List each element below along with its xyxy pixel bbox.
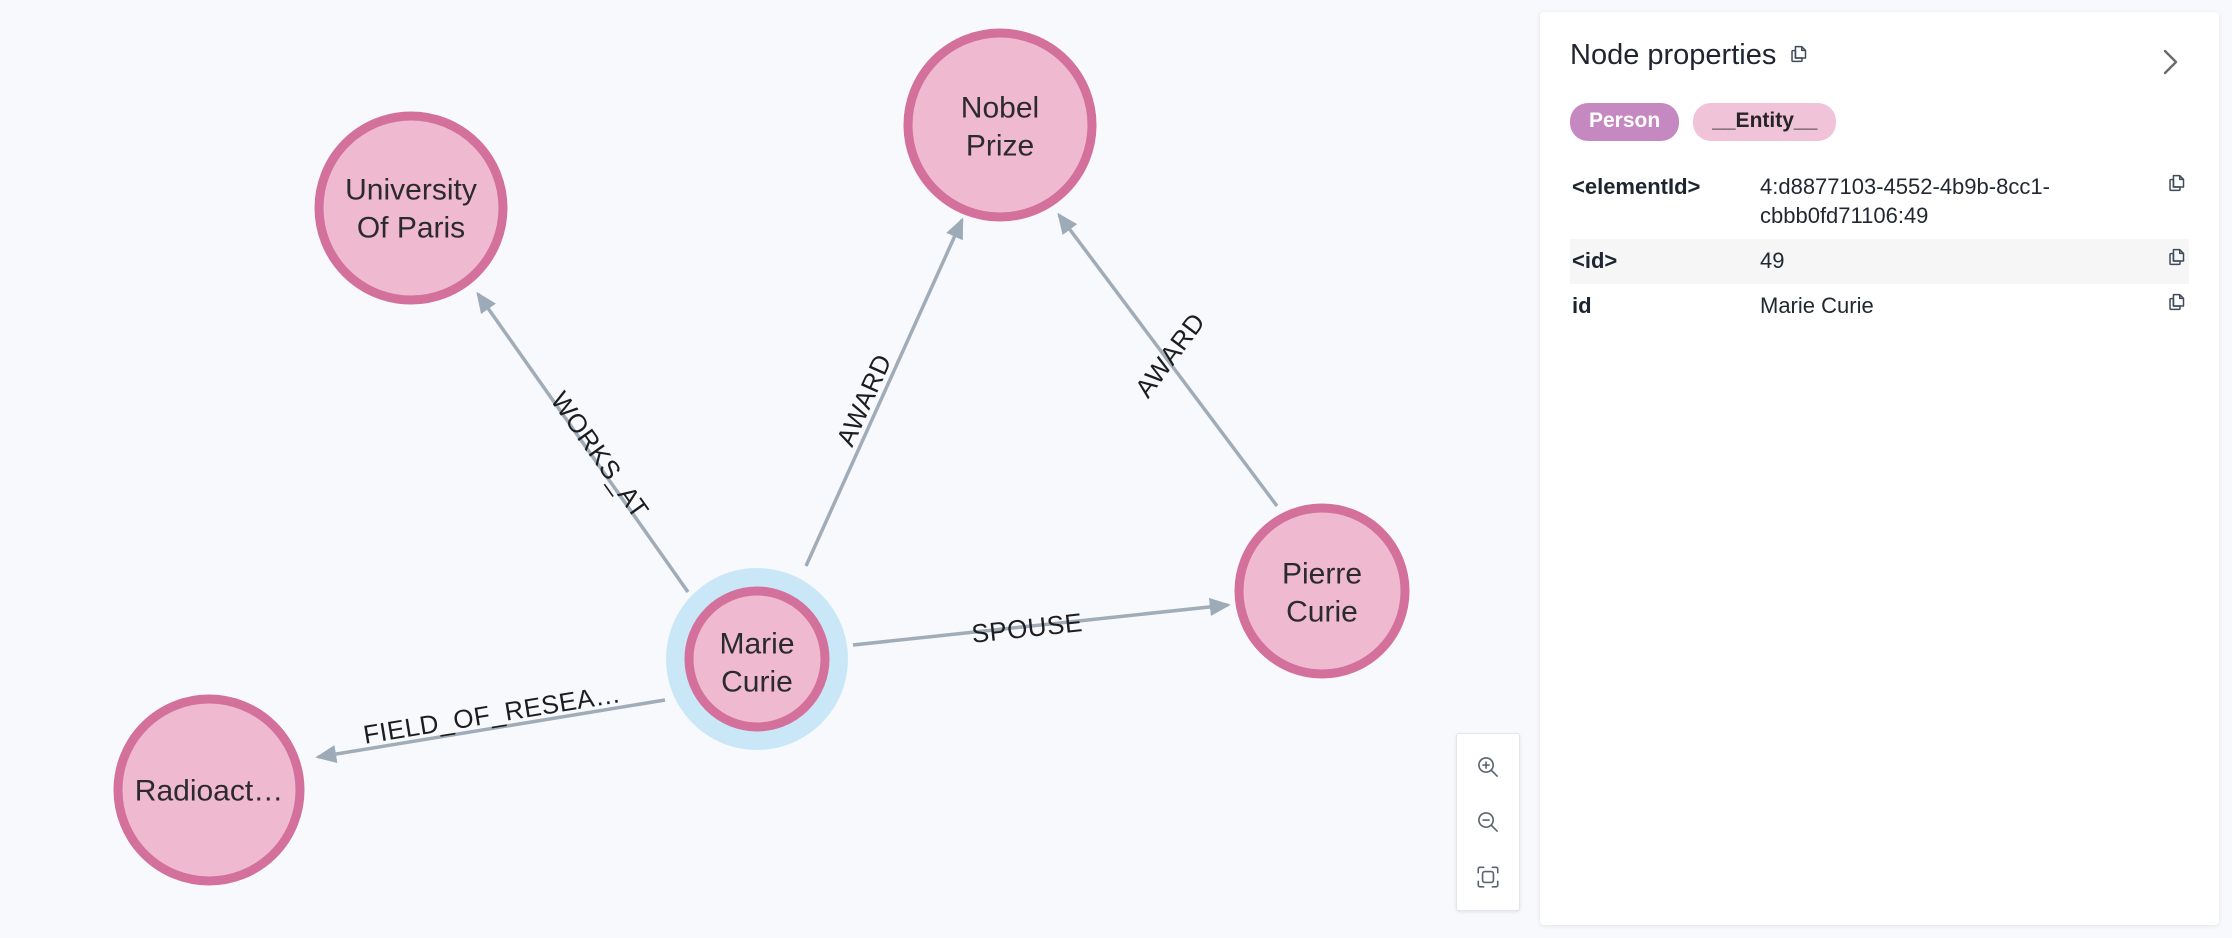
copy-icon[interactable]	[2166, 292, 2187, 313]
collapse-panel-button[interactable]	[2147, 38, 2189, 86]
property-key: <elementId>	[1572, 174, 1701, 199]
edge-spouse[interactable]: SPOUSE	[852, 597, 1231, 649]
zoom-in-icon	[1475, 754, 1501, 780]
properties-table: <elementId> 4:d8877103-4552-4b9b-8cc1-cb…	[1570, 165, 2189, 329]
fit-to-screen-button[interactable]	[1464, 853, 1512, 901]
table-row: id Marie Curie	[1570, 284, 2189, 329]
zoom-out-button[interactable]	[1464, 798, 1512, 846]
copy-icon[interactable]	[2166, 247, 2187, 268]
property-key: <id>	[1572, 248, 1618, 273]
property-key: id	[1572, 293, 1592, 318]
property-value: 4:d8877103-4552-4b9b-8cc1-cbbb0fd71106:4…	[1760, 174, 2050, 228]
zoom-out-icon	[1475, 809, 1501, 835]
edge-field-of-research[interactable]: FIELD_OF_RESEA…	[315, 678, 666, 764]
graph-node-university-of-paris[interactable]: University Of Paris	[314, 111, 508, 305]
edge-works-at[interactable]: WORKS_AT	[476, 291, 690, 594]
property-value: Marie Curie	[1760, 293, 1874, 318]
chevron-right-icon	[2157, 49, 2183, 86]
graph-node-marie-curie[interactable]: Marie Curie	[666, 568, 848, 750]
graph-node-radioactivity[interactable]: Radioact…	[113, 694, 305, 886]
graph-svg[interactable]: WORKS_AT AWARD AWARD SPOUSE FIELD_OF_RES…	[0, 0, 1540, 938]
node-label-chip-person[interactable]: Person	[1570, 103, 1680, 141]
edge-label-works-at: WORKS_AT	[545, 386, 655, 524]
graph-canvas[interactable]: WORKS_AT AWARD AWARD SPOUSE FIELD_OF_RES…	[0, 0, 1540, 938]
edge-award-marie[interactable]: AWARD	[804, 217, 964, 567]
page-title: Node properties	[1570, 39, 1777, 71]
property-value: 49	[1760, 248, 1785, 273]
node-label-chip-entity[interactable]: __Entity__	[1693, 103, 1837, 141]
zoom-controls	[1456, 733, 1520, 911]
edge-award-pierre[interactable]: AWARD	[1057, 212, 1279, 508]
copy-all-icon[interactable]	[1788, 44, 1809, 70]
graph-node-pierre-curie[interactable]: Pierre Curie	[1234, 503, 1410, 679]
panel-title-wrap: Node properties	[1570, 38, 1809, 72]
graph-node-nobel-prize[interactable]: Nobel Prize	[903, 28, 1097, 222]
table-row: <id> 49	[1570, 239, 2189, 284]
edge-label-award-pierre: AWARD	[1129, 307, 1211, 403]
copy-icon[interactable]	[2166, 173, 2187, 194]
zoom-in-button[interactable]	[1464, 743, 1512, 791]
panel-header: Node properties	[1570, 38, 2189, 80]
fit-to-screen-icon	[1475, 864, 1501, 890]
node-properties-panel: Node properties Person _	[1540, 12, 2219, 925]
table-row: <elementId> 4:d8877103-4552-4b9b-8cc1-cb…	[1570, 165, 2189, 239]
node-labels-row: Person __Entity__	[1570, 103, 2189, 141]
